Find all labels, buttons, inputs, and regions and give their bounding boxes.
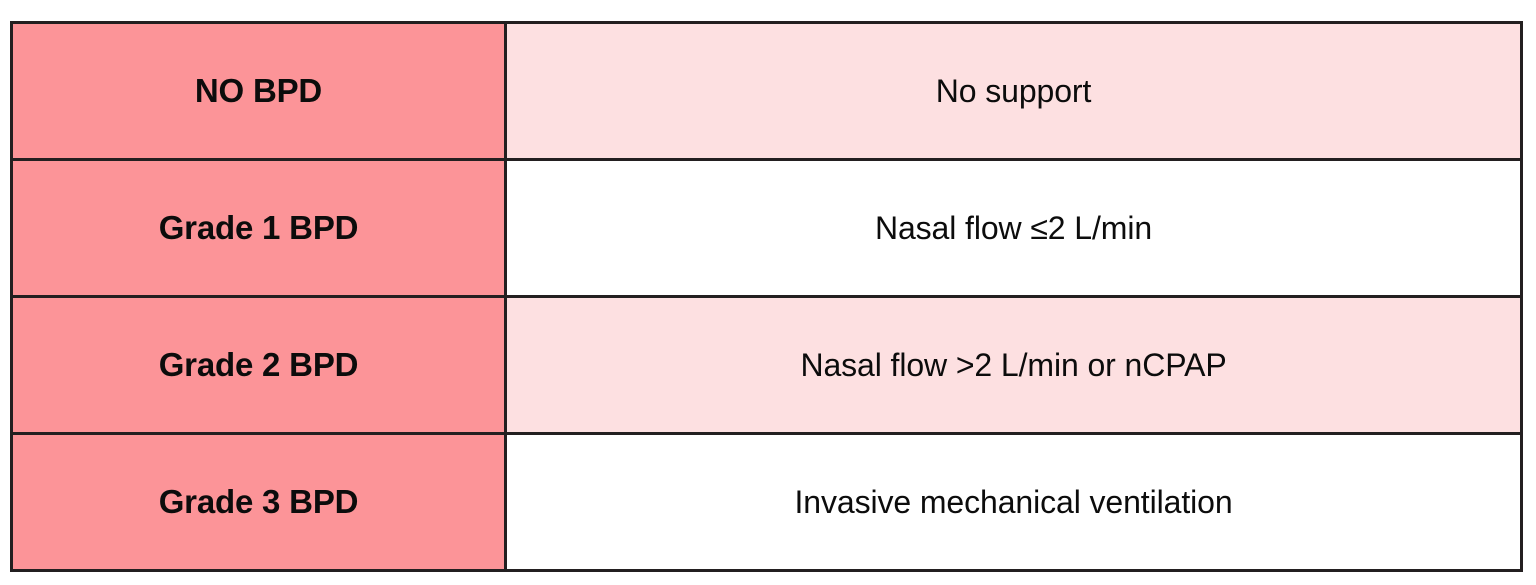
grade-label-cell: Grade 1 BPD: [10, 158, 507, 298]
table-row: Grade 3 BPD Invasive mechanical ventilat…: [10, 432, 1523, 572]
grade-label-cell: Grade 2 BPD: [10, 295, 507, 435]
grade-description-cell: Nasal flow ≤2 L/min: [504, 158, 1523, 298]
table-row: NO BPD No support: [10, 21, 1523, 161]
table-body: NO BPD No support Grade 1 BPD Nasal flow…: [10, 21, 1523, 572]
grade-label-cell: NO BPD: [10, 21, 507, 161]
grade-description-cell: Invasive mechanical ventilation: [504, 432, 1523, 572]
grade-description-cell: No support: [504, 21, 1523, 161]
table-row: Grade 2 BPD Nasal flow >2 L/min or nCPAP: [10, 295, 1523, 435]
bpd-severity-grading-table: NO BPD No support Grade 1 BPD Nasal flow…: [10, 21, 1523, 572]
grade-description-cell: Nasal flow >2 L/min or nCPAP: [504, 295, 1523, 435]
grade-label-cell: Grade 3 BPD: [10, 432, 507, 572]
table-row: Grade 1 BPD Nasal flow ≤2 L/min: [10, 158, 1523, 298]
